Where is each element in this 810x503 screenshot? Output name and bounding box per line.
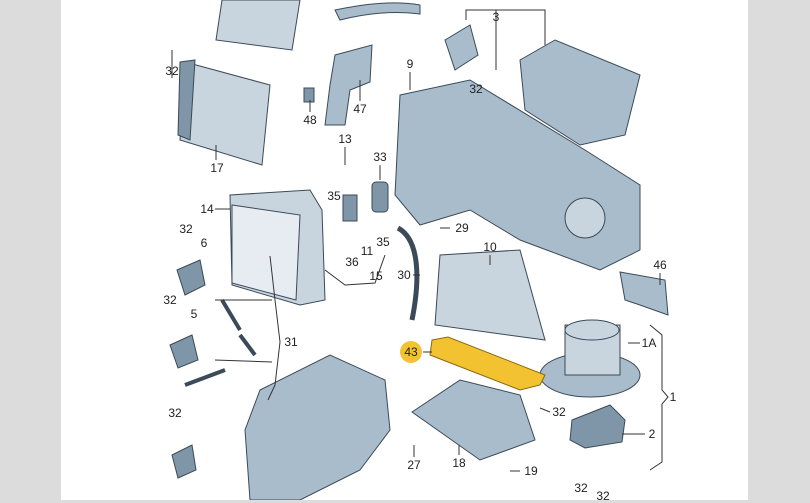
callout-label: 29 [455, 221, 469, 235]
part-46-bracket [619, 271, 669, 316]
callout-label: 2 [648, 427, 656, 441]
callout-label: 32 [574, 481, 588, 495]
part-47-bracket [324, 44, 373, 126]
callout-label: 32 [163, 293, 177, 307]
callout-label: 27 [407, 458, 421, 472]
part-3-blower-housing [519, 39, 641, 146]
callout-label: 9 [406, 57, 414, 71]
callout-label: 32 [596, 489, 610, 503]
callout-label: 1 [669, 390, 677, 404]
part-1A-blower-motor [539, 319, 641, 398]
callout-label: 1A [641, 336, 657, 350]
callout-label: 46 [653, 258, 667, 272]
callout-label: 35 [327, 189, 341, 203]
callout-label: 47 [353, 102, 367, 116]
callout-label: 6 [200, 236, 208, 250]
part-top-pipes [334, 2, 421, 21]
part-48-bolt [303, 87, 315, 103]
callout-label-highlighted[interactable]: 43 [400, 341, 422, 363]
callout-label: 14 [200, 202, 214, 216]
part-5-actuator [169, 334, 199, 369]
part-10-filter [434, 249, 546, 341]
callout-label: 18 [452, 456, 466, 470]
callout-label: 3 [492, 10, 500, 24]
callout-label: 31 [284, 335, 298, 349]
callout-label: 33 [373, 150, 387, 164]
part-main-housing-lower [244, 354, 391, 500]
part-43-highlighted [429, 336, 546, 391]
part-3-small [444, 24, 479, 71]
callout-label: 19 [524, 464, 538, 478]
callout-label: 36 [345, 255, 359, 269]
part-18-cover [411, 379, 536, 461]
part-11-valve [342, 194, 358, 222]
part-14-evaporator [229, 189, 326, 306]
part-17-heat-exchanger [177, 59, 271, 166]
part-6-actuator [176, 259, 206, 296]
part-2-resistor [569, 404, 626, 449]
part-actuator-lower [171, 444, 197, 479]
leader-lines [171, 9, 669, 472]
callout-label: 5 [190, 307, 198, 321]
callout-label: 13 [338, 132, 352, 146]
callout-label: 32 [179, 222, 193, 236]
callout-label: 32 [168, 406, 182, 420]
callout-label: 10 [483, 240, 497, 254]
part-30-hose [396, 225, 420, 321]
part-top-core [215, 0, 301, 51]
callout-label: 48 [303, 113, 317, 127]
callout-label: 11 [360, 244, 374, 258]
callout-label: 32 [165, 64, 179, 78]
callout-label: 17 [210, 161, 224, 175]
part-31-linkages [184, 298, 257, 387]
callout-label: 32 [552, 405, 566, 419]
part-33-mount [371, 181, 389, 213]
callout-label: 35 [376, 235, 390, 249]
part-9-housing [394, 79, 641, 271]
callout-label: 30 [397, 268, 411, 282]
callout-label: 32 [469, 82, 483, 96]
callout-label: 15 [369, 269, 383, 283]
